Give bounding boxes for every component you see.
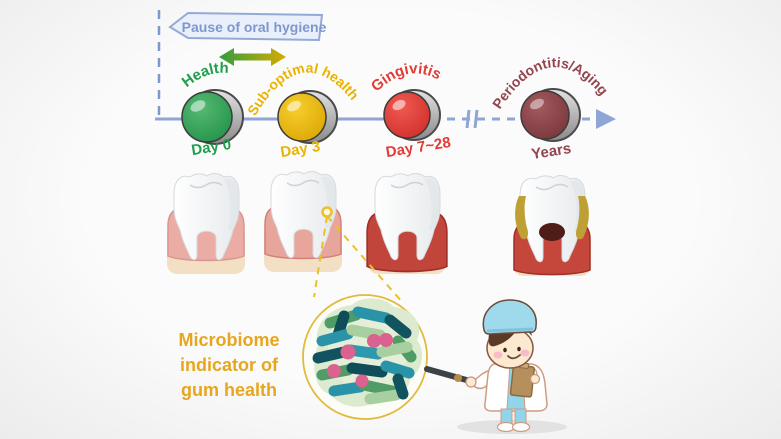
bacterium-coccus — [327, 364, 341, 378]
right-eye — [517, 346, 521, 352]
health-stage-button — [181, 89, 244, 145]
pointer-stick — [424, 366, 473, 384]
caption-line-1: Microbiome — [178, 330, 279, 350]
years-label: Years — [530, 140, 572, 163]
bacterium-rod — [392, 373, 409, 400]
tooth-stage-4-periodontitis — [513, 175, 591, 276]
right-hand — [529, 373, 541, 385]
bacteria-cluster — [312, 306, 417, 405]
bacterium-rod — [384, 314, 412, 339]
sub-optimal-stage-button — [277, 90, 338, 144]
microbiome-magnifier-circle — [302, 294, 428, 420]
gingivitis-stage-button — [383, 89, 441, 141]
pointer-band — [454, 374, 462, 382]
bacterium-rod — [380, 360, 415, 379]
tartar-left — [515, 196, 529, 240]
bacterium-coccus — [367, 334, 381, 348]
reversible-double-arrow-icon — [219, 48, 286, 66]
bacterium-coccus — [379, 333, 393, 347]
tartar-right — [575, 196, 589, 240]
left-cheek — [493, 351, 503, 359]
tooth-stage-3-gingivitis — [366, 173, 448, 274]
bacterium-coccus — [355, 374, 369, 388]
bacterium-rod — [364, 389, 402, 405]
bacterium-coccus — [340, 344, 356, 360]
dentist-head — [482, 299, 537, 369]
microbiome-caption: Microbiome indicator of gum health — [178, 330, 279, 400]
periodontitis-stage-button — [520, 88, 581, 142]
bacterium-rod — [316, 328, 354, 347]
periodontal-pocket — [539, 223, 565, 241]
timeline-break-icon — [465, 109, 479, 129]
left-hand — [465, 376, 477, 388]
bacterium-rod — [346, 362, 388, 378]
cap-band — [486, 327, 534, 333]
day0-label: Day 0 — [190, 136, 232, 159]
pause-tag-shape — [168, 11, 324, 42]
day7-28-label: Day 7~28 — [385, 134, 452, 161]
bacterium-rod — [328, 381, 366, 397]
callout-marker-icon — [321, 206, 333, 218]
timeline: Pause of oral hygiene — [155, 10, 616, 163]
pause-of-oral-hygiene-tag: Pause of oral hygiene — [168, 11, 327, 42]
left-eye — [503, 347, 507, 353]
timeline-arrowhead-icon — [596, 109, 616, 129]
health-stage-label: Health — [179, 60, 229, 91]
day3-label: Day 3 — [279, 138, 321, 161]
bacterium-rod — [358, 379, 398, 397]
pause-tag-label: Pause of oral hygiene — [182, 19, 327, 35]
tooth-stage-2-suboptimal — [264, 171, 342, 272]
gingivitis-stage-label: Gingivitis — [368, 60, 444, 95]
caption-line-3: gum health — [181, 380, 277, 400]
tooth-stage-1-healthy — [167, 173, 245, 274]
bacterium-rod — [352, 306, 392, 324]
bacterium-rod — [312, 346, 350, 364]
bacterium-rod — [376, 341, 413, 358]
smile — [507, 354, 521, 360]
right-shoe — [511, 421, 531, 433]
surgical-cap — [482, 299, 537, 335]
right-cheek — [520, 349, 530, 357]
dentist-character — [424, 299, 567, 434]
microbiome-callout — [313, 206, 404, 304]
caption-line-2: indicator of — [180, 355, 279, 375]
